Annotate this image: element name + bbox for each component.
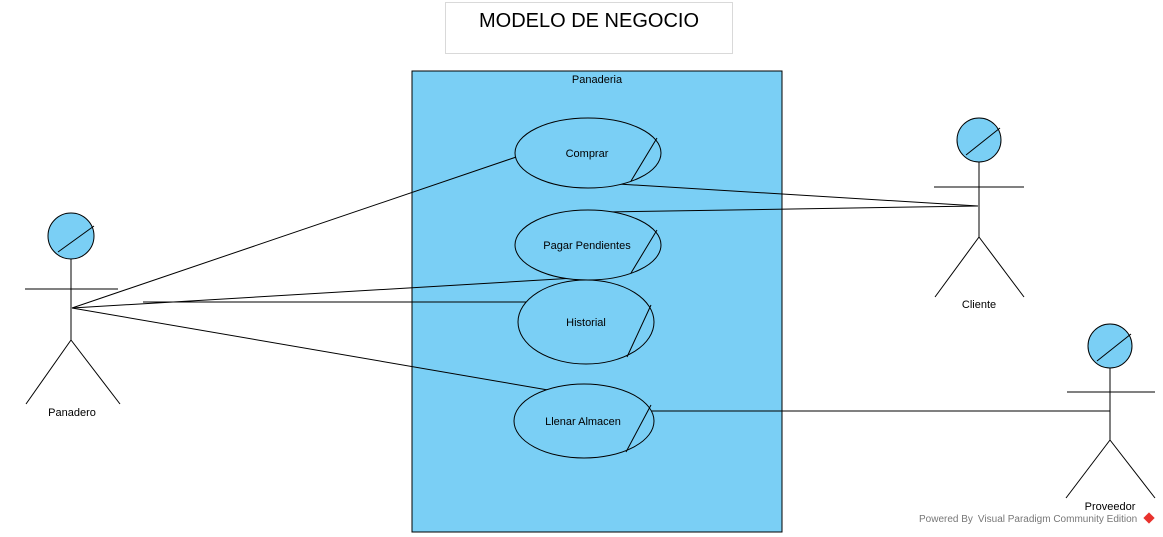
association-cliente-comprar[interactable] xyxy=(617,183,979,207)
use-case-llenar-almacen[interactable]: Llenar Almacen xyxy=(513,383,655,459)
use-case-comprar[interactable]: Comprar xyxy=(514,117,662,189)
use-case-pagar-pendientes[interactable]: Pagar Pendientes xyxy=(514,209,662,281)
footer-credit: Powered By Visual Paradigm Community Edi… xyxy=(919,512,1155,525)
use-case-historial-label: Historial xyxy=(566,317,606,329)
visual-paradigm-logo-icon xyxy=(1143,512,1155,525)
actor-head-icon xyxy=(956,117,1002,163)
diagram-title-box: MODELO DE NEGOCIO xyxy=(445,2,733,54)
association-panadero-pagar[interactable] xyxy=(71,276,593,309)
association-cliente-pagar[interactable] xyxy=(605,205,979,213)
actor-proveedor-label: Proveedor xyxy=(1085,501,1136,513)
actor-cliente[interactable] xyxy=(934,117,1025,298)
actor-panadero[interactable] xyxy=(25,212,121,405)
association-panadero-comprar[interactable] xyxy=(71,152,529,309)
actor-panadero-label: Panadero xyxy=(48,407,96,419)
use-case-historial[interactable]: Historial xyxy=(517,279,655,365)
diagram-title: MODELO DE NEGOCIO xyxy=(478,10,700,32)
footer-text: Powered By Visual Paradigm Community Edi… xyxy=(919,514,1138,525)
system-label: Panaderia xyxy=(572,74,623,86)
actor-proveedor[interactable] xyxy=(1065,323,1156,499)
actor-head-icon xyxy=(47,212,95,260)
actor-head-icon xyxy=(1087,323,1133,369)
association-panadero-llenar[interactable] xyxy=(71,307,549,391)
associations xyxy=(71,152,1110,412)
actor-cliente-label: Cliente xyxy=(962,299,996,311)
use-case-llenar-label: Llenar Almacen xyxy=(545,416,621,428)
use-case-pagar-label: Pagar Pendientes xyxy=(543,240,631,252)
use-case-comprar-label: Comprar xyxy=(566,148,609,160)
